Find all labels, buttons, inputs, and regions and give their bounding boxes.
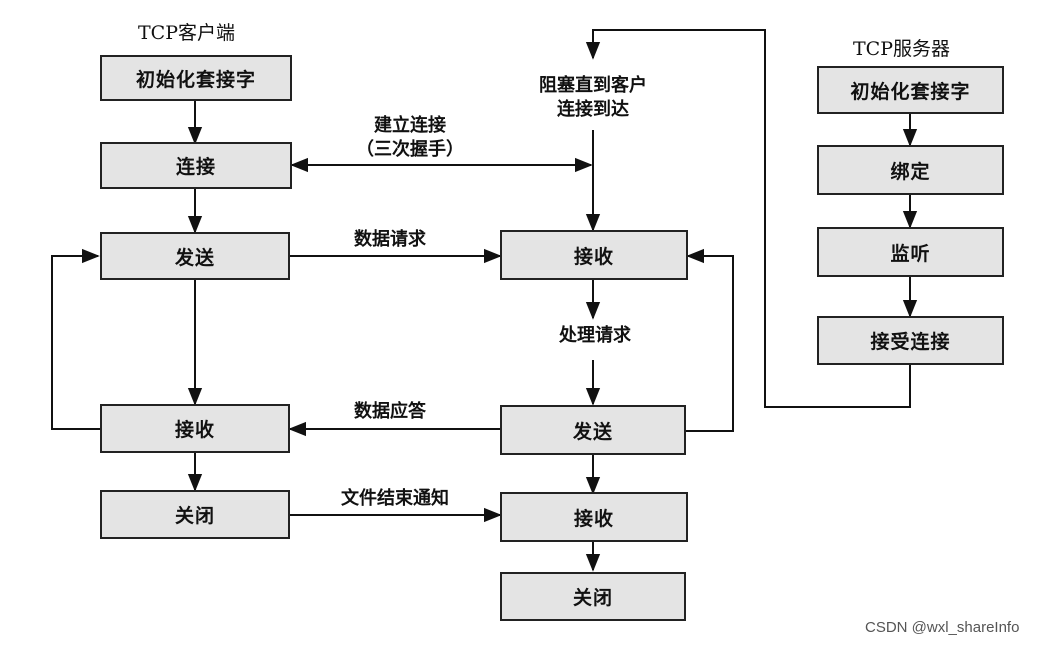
client-title: TCP客户端 <box>138 22 235 44</box>
establish-connection-label: 建立连接 （三次握手） <box>356 115 464 160</box>
client-send-box: 发送 <box>100 232 290 280</box>
watermark: CSDN @wxl_shareInfo <box>865 619 1020 636</box>
server-block-wait-label: 阻塞直到客户 连接到达 <box>539 75 647 120</box>
server-receive-end-box: 接收 <box>500 492 688 542</box>
server-receive-box: 接收 <box>500 230 688 280</box>
arrow-accept-to-block <box>585 29 911 408</box>
arrow-client-loop <box>51 248 100 430</box>
data-response-label: 数据应答 <box>354 401 426 422</box>
server-process-label: 处理请求 <box>559 325 631 346</box>
client-init-box: 初始化套接字 <box>100 55 292 101</box>
eof-notice-label: 文件结束通知 <box>341 488 449 509</box>
server-title: TCP服务器 <box>853 38 950 60</box>
server-init-box: 初始化套接字 <box>817 66 1004 114</box>
server-close-box: 关闭 <box>500 572 686 621</box>
server-accept-box: 接受连接 <box>817 316 1004 365</box>
data-request-label: 数据请求 <box>354 229 426 250</box>
server-listen-box: 监听 <box>817 227 1004 277</box>
server-bind-box: 绑定 <box>817 145 1004 195</box>
server-send-box: 发送 <box>500 405 686 455</box>
client-receive-box: 接收 <box>100 404 290 453</box>
client-close-box: 关闭 <box>100 490 290 539</box>
arrow-server-loop <box>686 248 734 432</box>
client-connect-box: 连接 <box>100 142 292 189</box>
